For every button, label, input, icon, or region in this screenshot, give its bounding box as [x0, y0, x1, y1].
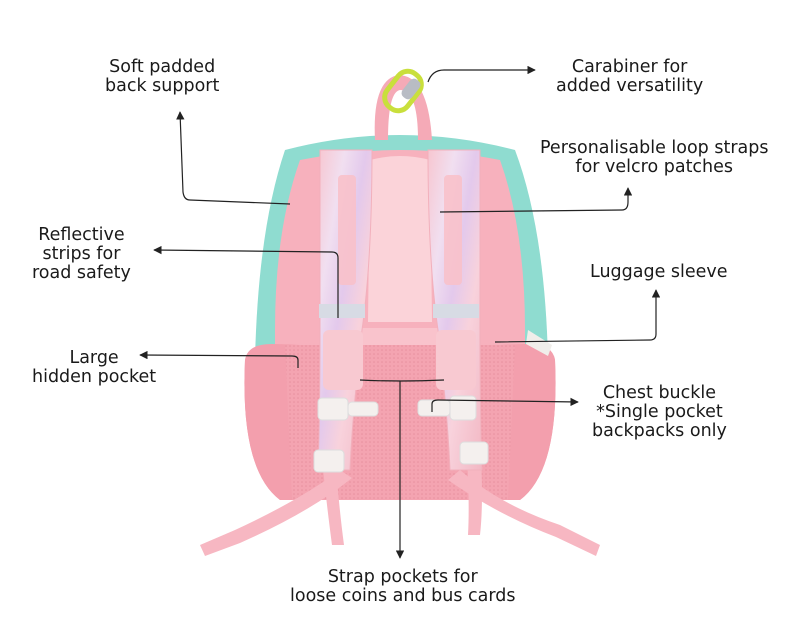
right-reflective-strip	[433, 304, 479, 318]
arrow-strap-pockets	[359, 379, 445, 558]
arrow-soft-padded	[176, 111, 291, 205]
arrow-loop-straps	[439, 187, 633, 213]
left-reflective-strip	[319, 304, 365, 318]
arrow-chest-buckle	[431, 397, 579, 412]
arrow-luggage	[494, 289, 661, 343]
arrow-reflective	[153, 245, 339, 318]
right-side-pocket	[508, 344, 556, 500]
left-side-pocket	[244, 344, 292, 500]
chest-buckle	[317, 395, 477, 421]
label-chest-buckle: Chest buckle *Single pocket backpacks on…	[592, 383, 727, 441]
label-reflective: Reflective strips for road safety	[32, 225, 131, 283]
label-loop-straps: Personalisable loop straps for velcro pa…	[540, 138, 769, 177]
left-loop-strap	[338, 175, 356, 285]
arrow-hidden-pocket	[139, 350, 299, 368]
label-strap-pockets: Strap pockets for loose coins and bus ca…	[290, 567, 516, 606]
label-carabiner: Carabiner for added versatility	[556, 57, 704, 96]
right-bottom-strap	[448, 470, 600, 556]
left-adjuster	[313, 449, 345, 473]
right-strap-pocket	[436, 330, 476, 390]
label-hidden-pocket: Large hidden pocket	[32, 348, 157, 387]
left-bottom-strap	[200, 470, 352, 556]
carabiner-clip	[382, 68, 424, 114]
center-panel	[368, 156, 432, 322]
right-loop-strap	[444, 175, 462, 285]
label-luggage-sleeve: Luggage sleeve	[590, 262, 728, 282]
zipper-pull	[526, 330, 552, 356]
left-strap-pocket	[323, 330, 363, 390]
label-soft-padded: Soft padded back support	[105, 57, 220, 96]
arrow-carabiner	[427, 65, 536, 83]
right-adjuster	[459, 441, 489, 465]
